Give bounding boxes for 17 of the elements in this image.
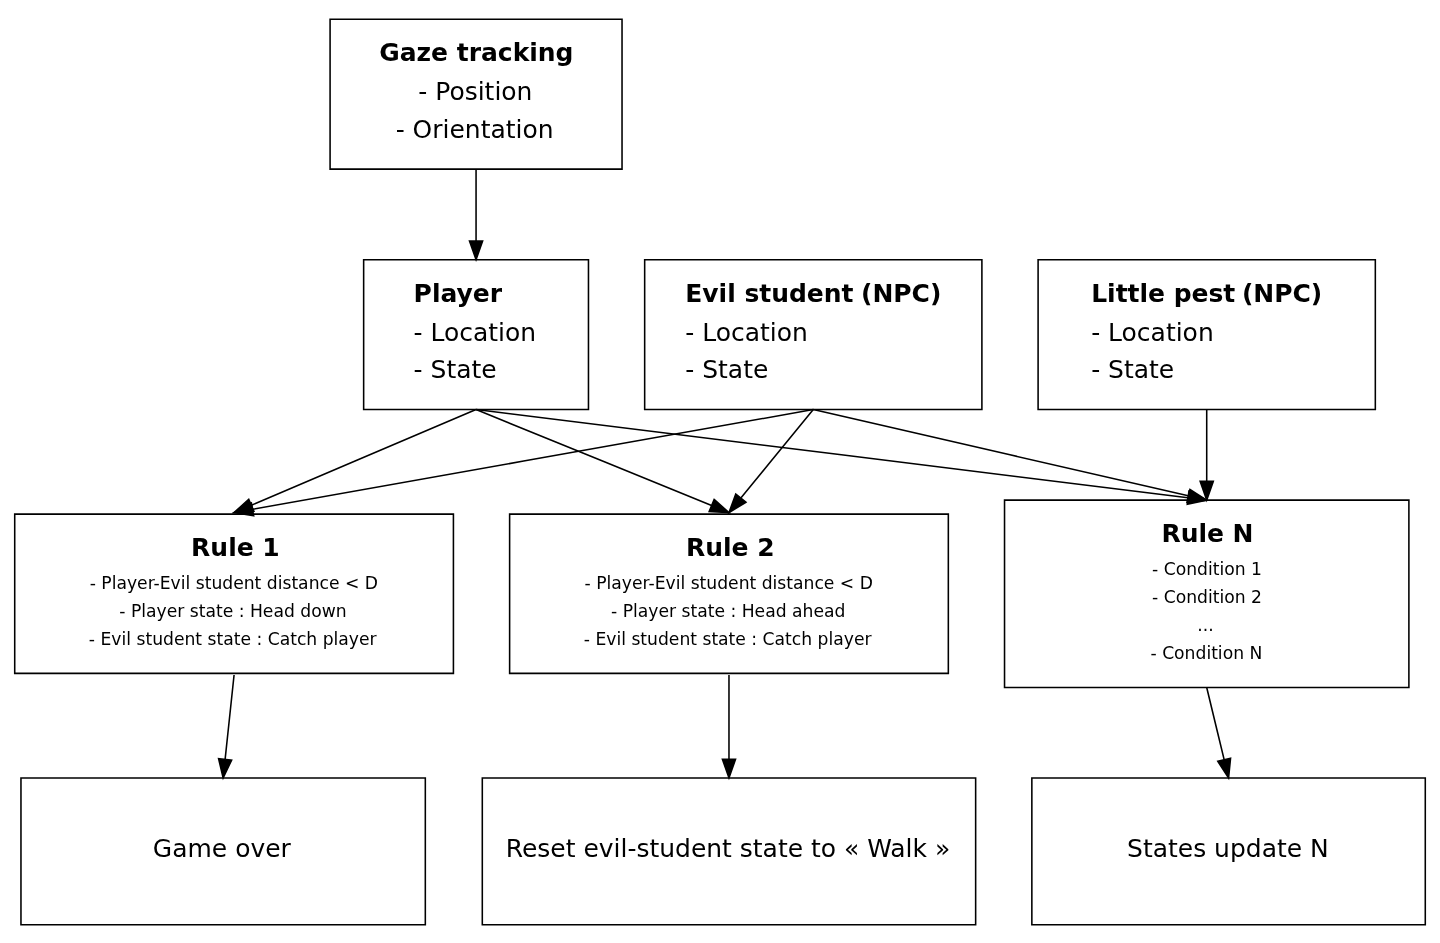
arrow: [217, 673, 235, 780]
node-box: Evil student (NPC) - Location - State: [643, 258, 983, 410]
node-box: Reset evil-student state to « Walk »: [481, 776, 977, 926]
arrow: [721, 673, 737, 780]
node-box: Rule 2 - Player-Evil student distance < D - Player state : Head ahead - Evil student state : Catch player: [508, 512, 950, 674]
arrow: [1205, 686, 1232, 780]
arrow: [475, 408, 732, 513]
node-box: Player - Location - State: [362, 258, 590, 410]
arrow: [727, 408, 815, 514]
node-box: Rule 1 - Player-Evil student distance < D - Player state : Head down - Evil student state : Catch player: [13, 512, 455, 674]
arrow: [1199, 408, 1215, 502]
node-box: Little pest (NPC) - Location - State: [1037, 258, 1377, 410]
node-box: Game over: [20, 776, 427, 926]
arrow: [468, 167, 484, 262]
node-box: Rule N - Condition 1 - Condition 2 ... - Condition N: [1003, 498, 1410, 688]
node-box: Gaze tracking - Position - Orientation: [329, 17, 623, 170]
node-box: States update N: [1031, 776, 1427, 926]
